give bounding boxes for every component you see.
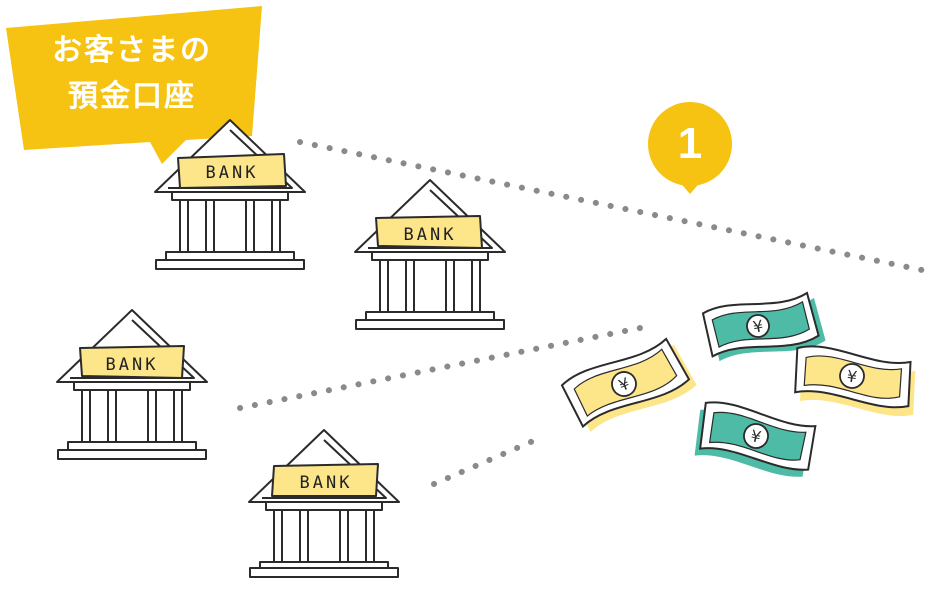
bank-label: BANK [206, 163, 259, 183]
bill-yellow-left: ¥ [560, 337, 697, 433]
yen-symbol: ¥ [846, 366, 859, 386]
bank-icon [248, 429, 400, 578]
bank-label: BANK [106, 355, 159, 375]
callout-line-1: お客さまの [52, 33, 212, 68]
yen-symbol: ¥ [749, 426, 763, 447]
yen-symbol: ¥ [751, 316, 764, 336]
step-number: 1 [677, 119, 703, 168]
bank-building-1: BANK [154, 119, 306, 270]
connector-bottom [431, 435, 543, 487]
bill-yellow-right: ¥ [794, 345, 916, 416]
bill-teal-bottom: ¥ [694, 401, 817, 477]
bank-label: BANK [404, 225, 457, 245]
bank-label: BANK [300, 473, 353, 493]
bank-icon [354, 179, 506, 330]
bank-icon [154, 119, 306, 270]
step-badge [648, 102, 732, 194]
callout-title: お客さまの 預金口座 [22, 28, 242, 120]
connector-middle [237, 323, 653, 411]
bank-building-2: BANK [354, 179, 506, 330]
connector-top [297, 139, 925, 273]
bank-building-3: BANK [56, 309, 208, 460]
bill-teal-top: ¥ [701, 291, 826, 362]
bank-icon [56, 309, 208, 460]
dotted-connectors [237, 139, 925, 487]
bank-building-4: BANK [248, 429, 400, 578]
callout-bubble [6, 6, 262, 164]
callout-line-2: 預金口座 [68, 79, 196, 114]
